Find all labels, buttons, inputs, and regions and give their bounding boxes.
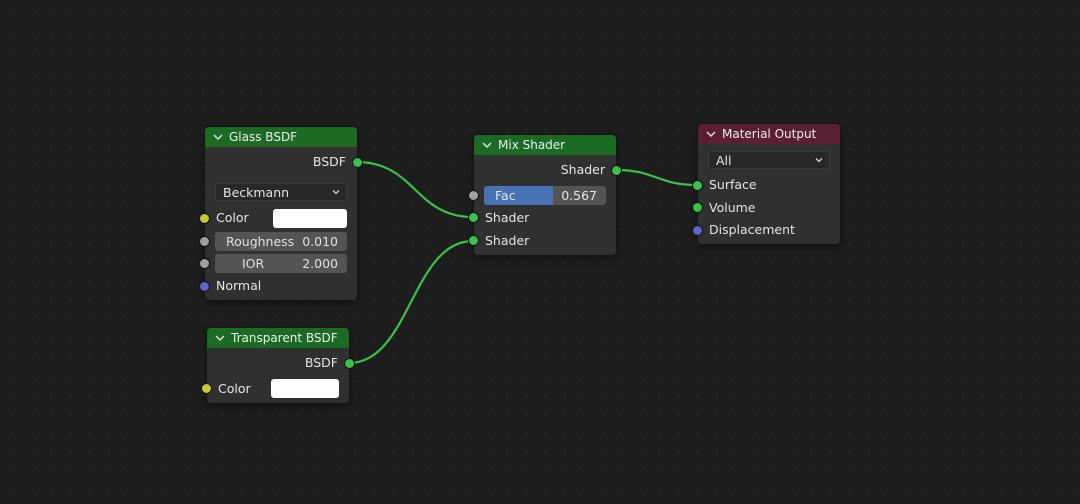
mix-shader-node[interactable]: Mix Shader Shader Fac 0.567 Shader Shade…	[474, 135, 616, 255]
mix-shader-input1-label: Shader	[485, 210, 530, 225]
mix-shader-input2-label: Shader	[485, 233, 530, 248]
transparent-color-swatch[interactable]	[271, 379, 339, 398]
normal-label: Normal	[216, 278, 262, 293]
ior-socket[interactable]	[200, 259, 209, 268]
fac-value: 0.567	[561, 188, 597, 203]
displacement-socket[interactable]	[693, 226, 702, 235]
material-output-header[interactable]: Material Output	[698, 124, 840, 144]
glass-bsdf-header[interactable]: Glass BSDF	[205, 127, 357, 147]
mix-shader-input1-socket[interactable]	[469, 213, 478, 222]
chevron-down-icon	[332, 190, 340, 195]
roughness-label: Roughness	[226, 234, 295, 249]
fac-label: Fac	[495, 188, 516, 203]
distribution-value: Beckmann	[223, 184, 290, 200]
chevron-down-icon[interactable]	[213, 331, 227, 345]
mix-shader-input2-socket[interactable]	[469, 236, 478, 245]
chevron-down-icon	[815, 158, 823, 163]
roughness-field[interactable]: Roughness 0.010	[215, 232, 347, 251]
roughness-socket[interactable]	[200, 237, 209, 246]
mix-shader-header[interactable]: Mix Shader	[474, 135, 616, 155]
fac-slider-fill	[484, 186, 554, 205]
glass-bsdf-node[interactable]: Glass BSDF BSDF Beckmann Color Roughness…	[205, 127, 357, 300]
target-dropdown[interactable]: All	[708, 151, 830, 169]
glass-bsdf-title: Glass BSDF	[229, 130, 298, 144]
transparent-color-label: Color	[218, 381, 251, 396]
ior-field[interactable]: IOR 2.000	[215, 254, 347, 273]
fac-socket[interactable]	[469, 191, 478, 200]
transparent-bsdf-title: Transparent BSDF	[231, 331, 338, 345]
volume-label: Volume	[709, 200, 756, 215]
chevron-down-icon[interactable]	[211, 130, 225, 144]
glass-color-socket[interactable]	[200, 214, 209, 223]
volume-socket[interactable]	[693, 203, 702, 212]
glass-color-swatch[interactable]	[273, 209, 347, 228]
target-value: All	[716, 152, 732, 168]
material-output-title: Material Output	[722, 127, 817, 141]
transparent-bsdf-header[interactable]: Transparent BSDF	[207, 328, 349, 348]
ior-label: IOR	[242, 256, 265, 271]
mix-shader-output-socket[interactable]	[612, 166, 621, 175]
chevron-down-icon[interactable]	[480, 138, 494, 152]
fac-slider[interactable]: Fac 0.567	[484, 186, 606, 205]
transparent-bsdf-output-socket[interactable]	[345, 359, 354, 368]
glass-color-label: Color	[216, 210, 249, 225]
mix-shader-output-label: Shader	[560, 162, 605, 177]
transparent-bsdf-node[interactable]: Transparent BSDF BSDF Color	[207, 328, 349, 403]
displacement-label: Displacement	[709, 222, 795, 237]
transparent-bsdf-output-label: BSDF	[304, 355, 338, 370]
ior-value: 2.000	[302, 256, 338, 271]
distribution-dropdown[interactable]: Beckmann	[215, 183, 347, 201]
glass-bsdf-output-label: BSDF	[312, 154, 346, 169]
mix-shader-title: Mix Shader	[498, 138, 566, 152]
glass-bsdf-output-socket[interactable]	[353, 158, 362, 167]
surface-label: Surface	[709, 177, 757, 192]
normal-socket[interactable]	[200, 282, 209, 291]
material-output-node[interactable]: Material Output All Surface Volume Displ…	[698, 124, 840, 244]
transparent-color-socket[interactable]	[202, 384, 211, 393]
chevron-down-icon[interactable]	[704, 127, 718, 141]
roughness-value: 0.010	[302, 234, 338, 249]
surface-socket[interactable]	[693, 181, 702, 190]
